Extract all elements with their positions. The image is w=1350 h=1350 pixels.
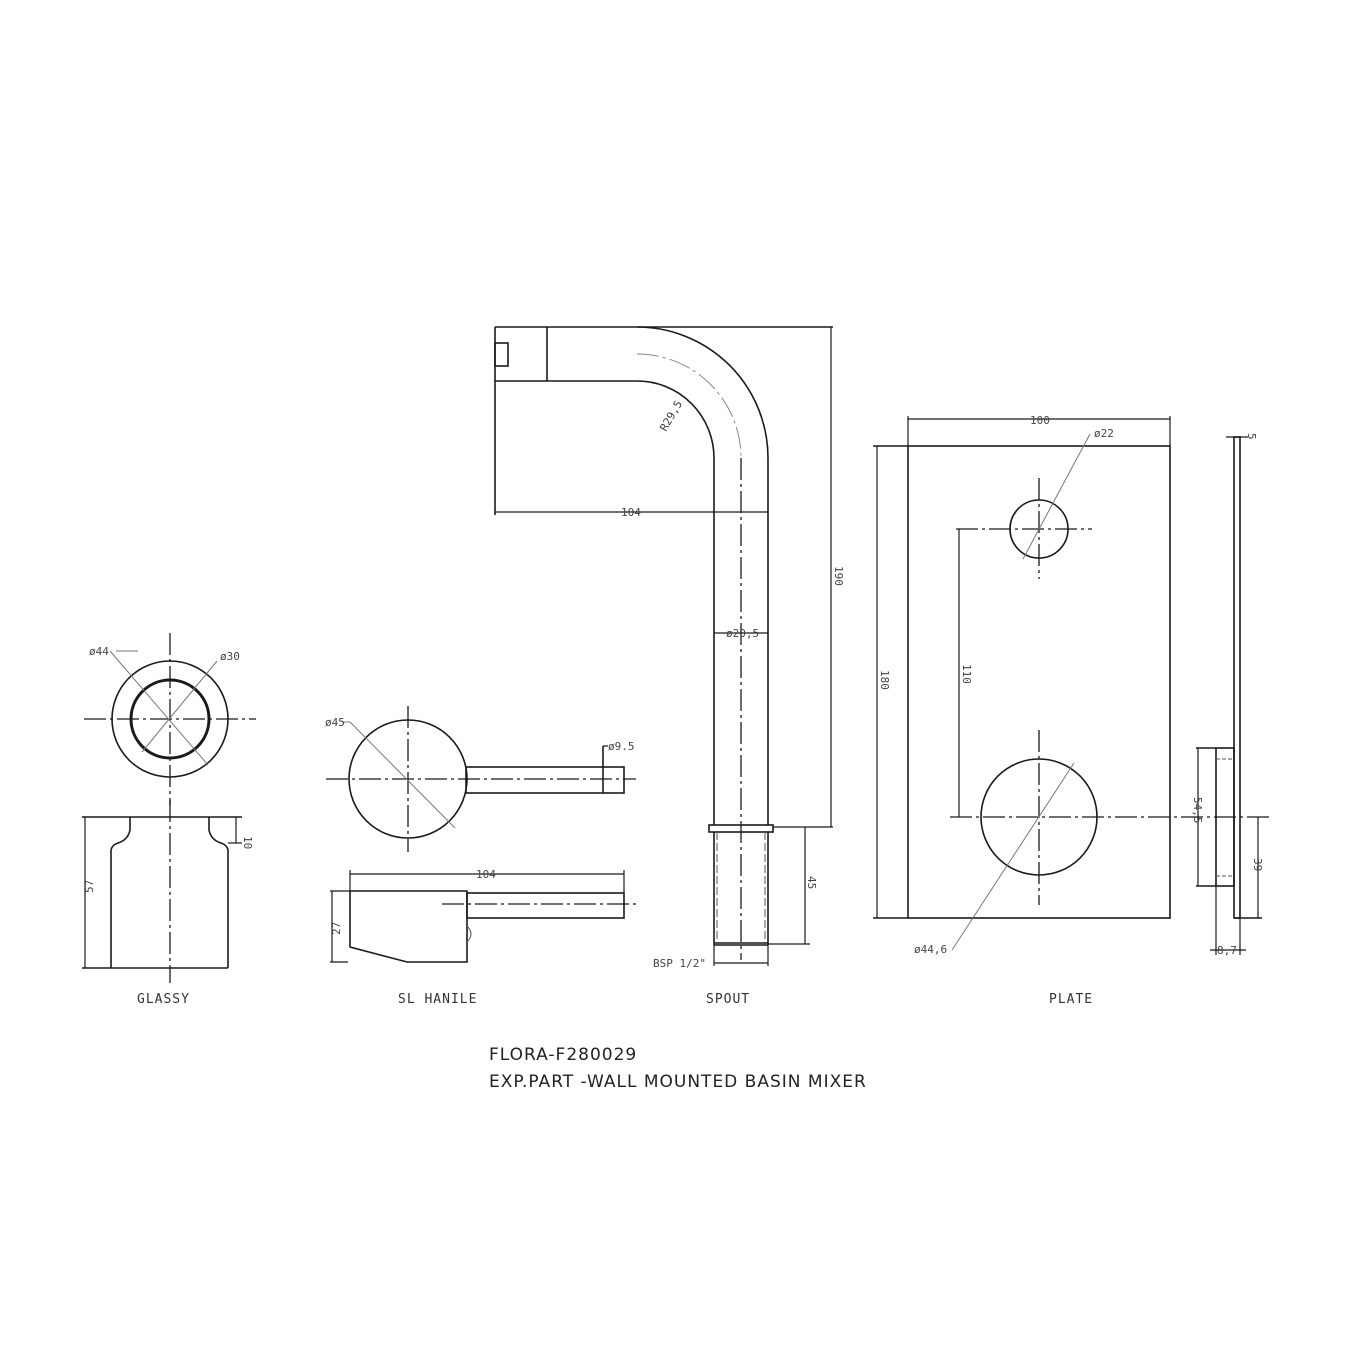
plate-label: PLATE	[1049, 992, 1093, 1007]
handle-part: ø45 ø9.5 104 27 SL HANILE	[325, 706, 636, 1007]
plate-side-view: 5 54,5 39 8,7	[1191, 433, 1264, 957]
plate-front-view: 100 ø22 180 110 ø44,6	[873, 414, 1270, 956]
plate-large-hole-label: ø44,6	[914, 943, 947, 956]
spout-part: R29,5 104 ø20,5 190 45 BSP 1/2" SPOUT	[494, 326, 845, 1007]
glassy-neck-label: 10	[241, 836, 254, 849]
handle-disc-diameter-label: ø45	[325, 716, 345, 729]
drawing-code: FLORA-F280029	[489, 1045, 637, 1065]
glassy-top-view: ø44 ø30	[84, 633, 256, 805]
glassy-outer-diameter-label: ø44	[89, 645, 109, 658]
glassy-inner-diameter-label: ø30	[220, 650, 240, 663]
spout-tube-diameter-label: ø20,5	[726, 627, 759, 640]
handle-label: SL HANILE	[398, 992, 477, 1007]
plate-small-hole-label: ø22	[1094, 427, 1114, 440]
handle-length-label: 104	[476, 868, 496, 881]
glassy-side-view: 57 10	[82, 800, 254, 983]
plate-boss-offset-label: 39	[1251, 858, 1264, 871]
spout-bend-radius-label: R29,5	[657, 398, 685, 433]
spout-reach-label: 104	[621, 506, 641, 519]
handle-top-view: ø45 ø9.5	[325, 706, 636, 852]
title-block: FLORA-F280029 EXP.PART -WALL MOUNTED BAS…	[489, 1045, 867, 1092]
plate-part: 100 ø22 180 110 ø44,6 5 54,5 39 8,7 PLAT…	[873, 414, 1270, 1007]
spout-label: SPOUT	[706, 992, 750, 1007]
plate-thickness-label: 5	[1245, 433, 1258, 440]
glassy-height-label: 57	[83, 880, 96, 893]
handle-height-label: 27	[330, 922, 343, 935]
handle-side-view: 104 27	[330, 868, 636, 963]
plate-hole-spacing-label: 110	[960, 664, 973, 684]
handle-lever-diameter-label: ø9.5	[608, 740, 635, 753]
plate-boss-height-label: 54,5	[1191, 797, 1204, 824]
glassy-part: ø44 ø30 57 10 GLASSY	[82, 633, 256, 1007]
glassy-label: GLASSY	[137, 992, 190, 1007]
spout-height-label: 190	[832, 566, 845, 586]
plate-depth-label: 8,7	[1217, 944, 1237, 957]
plate-height-label: 180	[878, 670, 891, 690]
spout-thread-label: BSP 1/2"	[653, 957, 706, 970]
drawing-title: EXP.PART -WALL MOUNTED BASIN MIXER	[489, 1072, 867, 1092]
spout-thread-length-label: 45	[805, 876, 818, 889]
plate-width-label: 100	[1030, 414, 1050, 427]
